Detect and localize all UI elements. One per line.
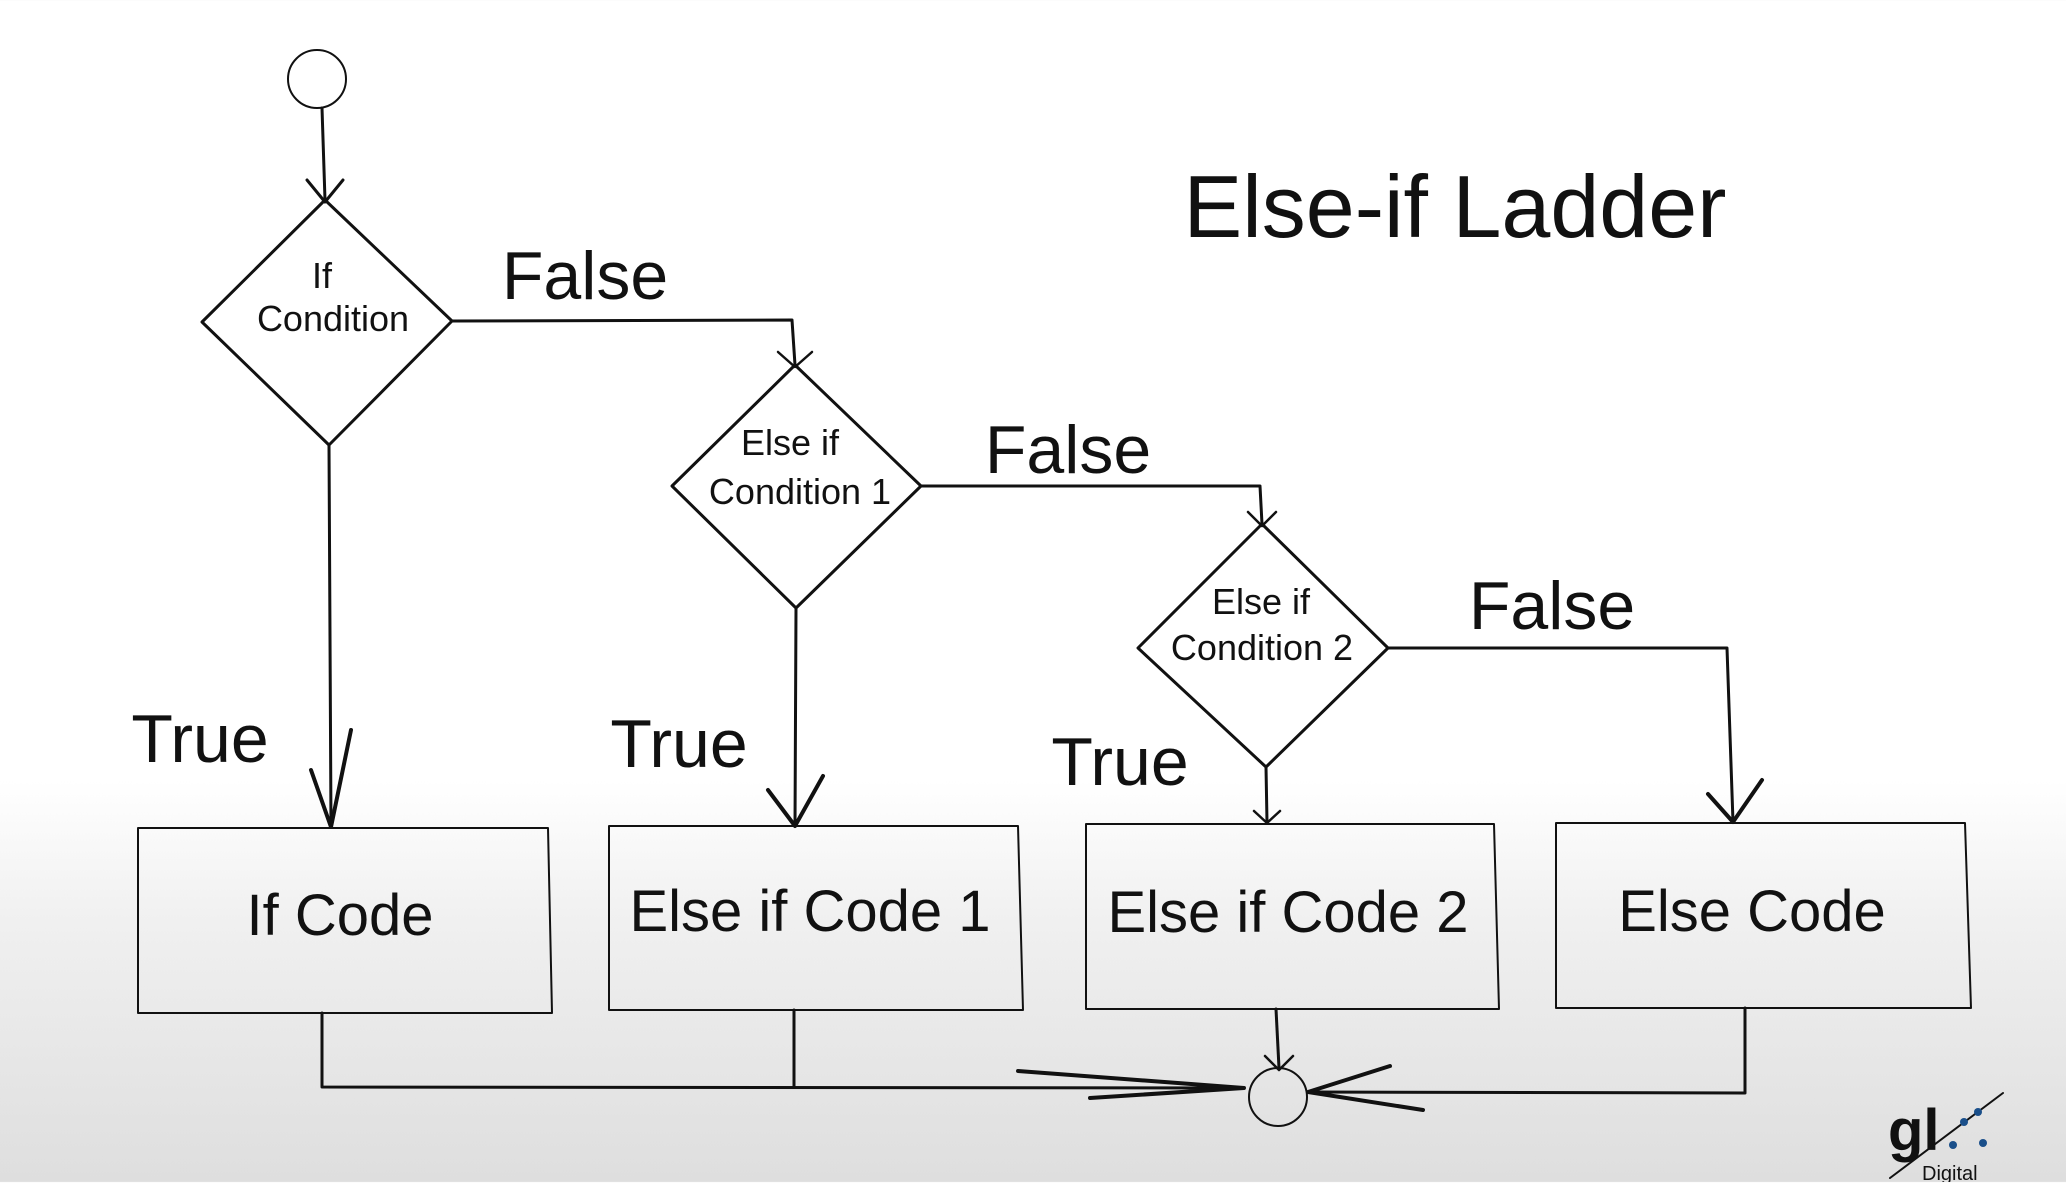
block-else-code-label: Else Code xyxy=(1618,879,1886,944)
brand-logo-dot-2 xyxy=(1979,1139,1987,1147)
decision-if-condition: If Condition xyxy=(200,198,454,447)
block-elseif-code-2: Else if Code 2 xyxy=(1085,823,1500,1010)
brand-logo-dot-3 xyxy=(1949,1141,1957,1149)
elseif2-false-arrowhead xyxy=(1706,778,1764,824)
end-node xyxy=(1248,1067,1308,1127)
elseif1-false-label: False xyxy=(985,412,1151,488)
elseif2-false-label: False xyxy=(1469,568,1635,644)
brand-logo-dot-4 xyxy=(1974,1108,1982,1116)
block-elseif-code-1-label: Else if Code 1 xyxy=(629,879,990,944)
start-to-if-connector xyxy=(320,106,327,202)
if-true-connector xyxy=(327,443,333,829)
if-false-connector xyxy=(450,318,797,367)
decision-elseif2-line2: Condition 2 xyxy=(1171,627,1353,668)
brand-logo: gl Digital xyxy=(1888,1092,2004,1185)
decision-if-line2: Condition xyxy=(257,298,409,339)
brand-logo-dot-1 xyxy=(1960,1118,1968,1126)
block-elseif-code-2-label: Else if Code 2 xyxy=(1107,880,1468,945)
elseif1-true-label: True xyxy=(610,706,747,782)
merge-connector-codeblock2 xyxy=(1274,1007,1281,1070)
elseif1-false-connector xyxy=(919,484,1264,526)
merge-connector-left xyxy=(320,1011,1246,1090)
decision-if-line1: If xyxy=(312,255,333,296)
if-true-label: True xyxy=(131,701,268,777)
elseif2-false-connector xyxy=(1386,646,1735,824)
brand-logo-slash xyxy=(1889,1092,2004,1179)
brand-logo-subtext: Digital xyxy=(1922,1163,1978,1182)
start-node xyxy=(287,49,347,109)
diagram-title: Else-if Ladder xyxy=(1184,157,1727,256)
decision-elseif-condition-1: Else if Condition 1 xyxy=(670,363,923,610)
elseif2-true-connector xyxy=(1264,765,1269,824)
block-else-code: Else Code xyxy=(1555,822,1972,1009)
decision-elseif1-line2: Condition 1 xyxy=(709,471,891,512)
merge-arrowhead-right xyxy=(1306,1064,1425,1112)
brand-logo-text: gl xyxy=(1888,1098,1940,1163)
merge-arrowhead-left xyxy=(1016,1069,1246,1100)
if-false-label: False xyxy=(502,238,668,314)
elseif2-true-label: True xyxy=(1051,724,1188,800)
decision-elseif1-line1: Else if xyxy=(741,422,840,463)
block-if-code-label: If Code xyxy=(247,883,434,948)
elseif1-true-connector xyxy=(793,606,798,828)
decision-elseif2-line1: Else if xyxy=(1212,581,1311,622)
merge-arrowhead-top xyxy=(1263,1054,1295,1072)
merge-connector-right xyxy=(1306,1006,1747,1095)
block-if-code: If Code xyxy=(137,827,553,1014)
block-elseif-code-1: Else if Code 1 xyxy=(608,825,1024,1011)
